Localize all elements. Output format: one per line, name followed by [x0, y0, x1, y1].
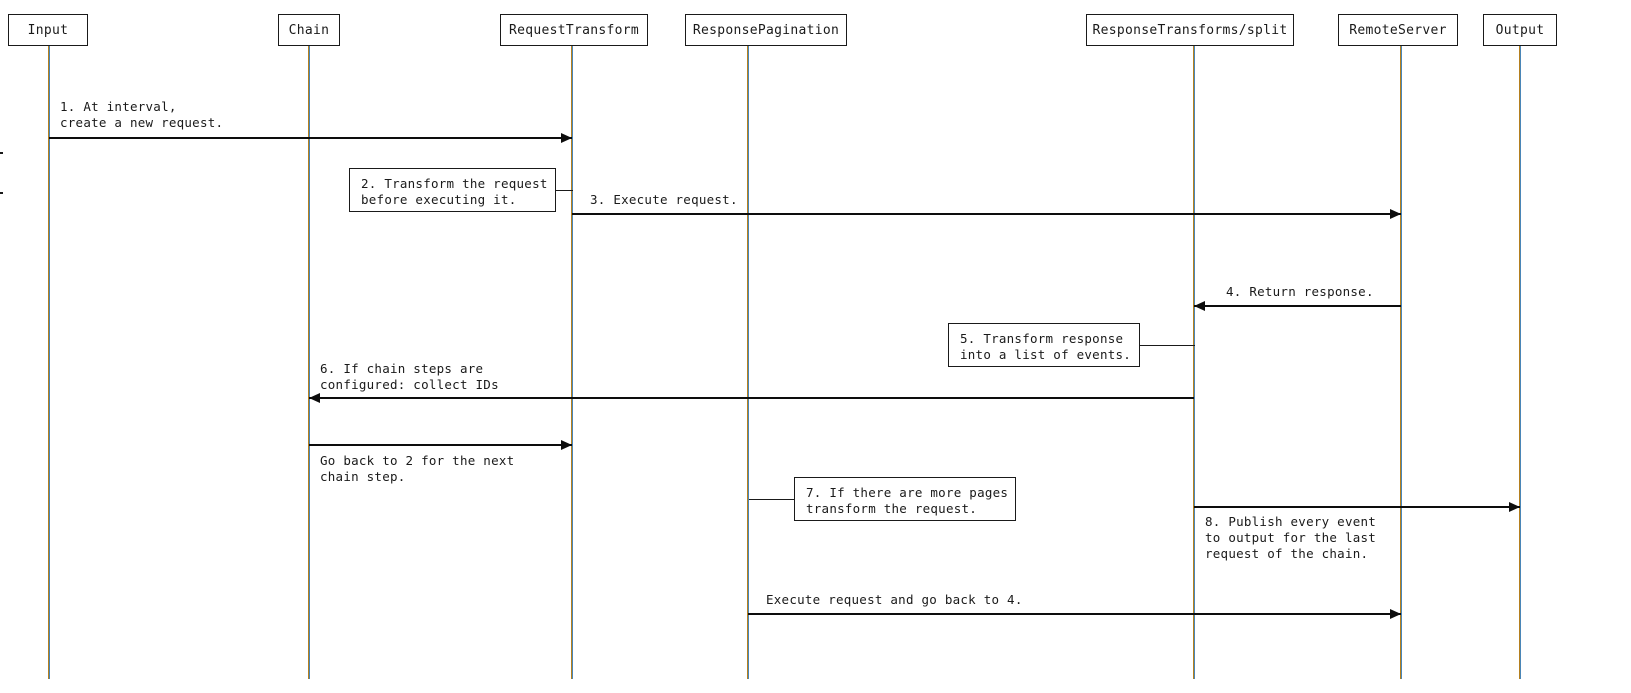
- message-line-m_goback: [309, 444, 572, 446]
- participant-response_transforms[interactable]: ResponseTransforms/split: [1086, 14, 1294, 46]
- note-stem-n5: [1140, 345, 1195, 347]
- participant-output[interactable]: Output: [1483, 14, 1557, 46]
- message-line-m4: [1194, 305, 1401, 307]
- lifeline-output: [1519, 46, 1521, 679]
- lifeline-request_transform: [571, 46, 573, 679]
- arrow-head-right-icon: [1390, 609, 1401, 619]
- message-label-m8: 8. Publish every event to output for the…: [1205, 514, 1377, 561]
- arrow-head-right-icon: [1509, 502, 1520, 512]
- message-label-m_execute_again: Execute request and go back to 4.: [766, 592, 1023, 607]
- lifeline-response_transforms: [1193, 46, 1195, 679]
- message-line-m8: [1194, 506, 1520, 508]
- note-box-n2[interactable]: 2. Transform the request before executin…: [349, 168, 556, 212]
- message-label-m_goback: Go back to 2 for the next chain step.: [320, 453, 515, 484]
- lifeline-chain: [308, 46, 310, 679]
- participant-response_pagination[interactable]: ResponsePagination: [685, 14, 847, 46]
- arrow-head-right-icon: [561, 440, 572, 450]
- note-stem-n2: [556, 190, 573, 192]
- message-line-m1: [49, 137, 572, 139]
- message-line-m_execute_again: [748, 613, 1401, 615]
- message-line-m3: [572, 213, 1401, 215]
- arrow-head-left-icon: [309, 393, 320, 403]
- note-box-n5[interactable]: 5. Transform response into a list of eve…: [948, 323, 1140, 367]
- arrow-head-left-icon: [1194, 301, 1205, 311]
- note-stem-n7: [749, 499, 795, 501]
- message-line-m6: [309, 397, 1194, 399]
- participant-input[interactable]: Input: [8, 14, 88, 46]
- message-label-m3: 3. Execute request.: [590, 192, 738, 207]
- message-label-m1: 1. At interval, create a new request.: [60, 99, 224, 130]
- arrow-head-right-icon: [1390, 209, 1401, 219]
- note-box-n7[interactable]: 7. If there are more pages transform the…: [794, 477, 1016, 521]
- participant-remote_server[interactable]: RemoteServer: [1338, 14, 1458, 46]
- participant-chain[interactable]: Chain: [278, 14, 340, 46]
- lifeline-input: [48, 46, 50, 679]
- left-edge-artifact-bottom: [0, 192, 3, 194]
- arrow-head-right-icon: [561, 133, 572, 143]
- lifeline-response_pagination: [747, 46, 749, 679]
- participant-request_transform[interactable]: RequestTransform: [500, 14, 648, 46]
- lifeline-remote_server: [1400, 46, 1402, 679]
- message-label-m4: 4. Return response.: [1226, 284, 1374, 299]
- message-label-m6: 6. If chain steps are configured: collec…: [320, 361, 499, 392]
- left-edge-artifact-top: [0, 152, 3, 154]
